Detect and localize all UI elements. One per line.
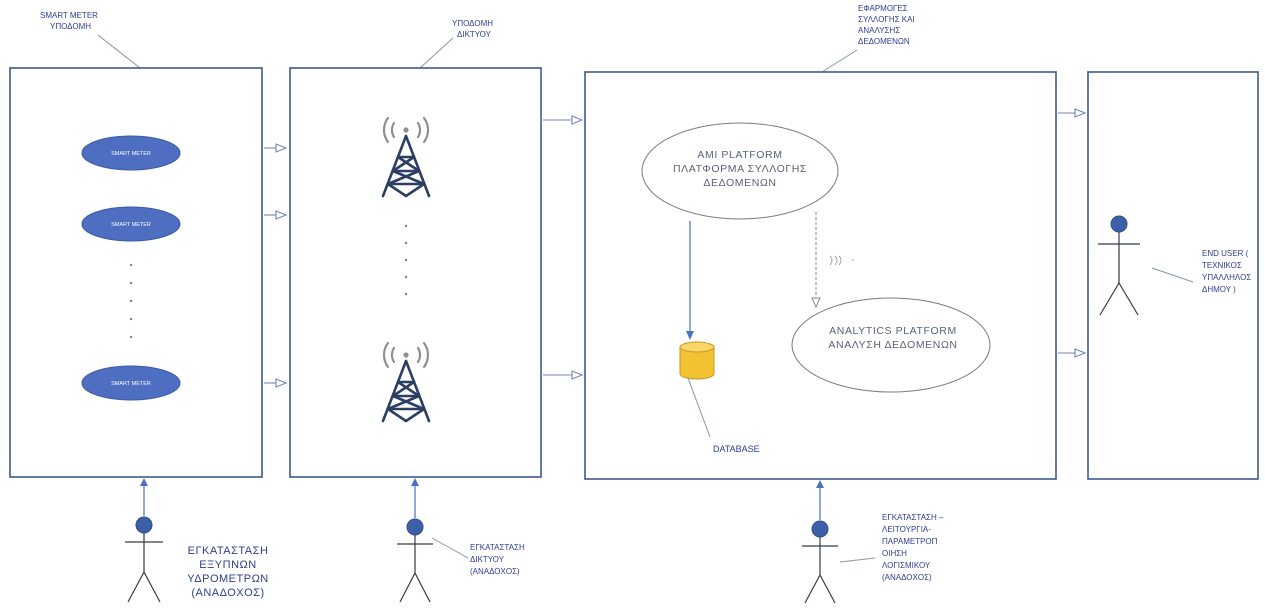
network-installer-line-3: (ΑΝΑΔΟΧΟΣ) xyxy=(470,567,520,576)
end-user-line-4: ΔΗΜΟΥ ) xyxy=(1202,285,1236,294)
database-label-connector xyxy=(687,377,711,438)
meters-installer-arrow xyxy=(140,478,148,516)
software-installer-line-1: ΕΓΚΑΤΑΣΤΑΣΗ – xyxy=(882,513,944,522)
database-icon xyxy=(679,341,715,380)
meters-installer-line-1: ΕΓΚΑΤΑΣΤΑΣΗ xyxy=(188,545,269,557)
ami-platform: AMI PLATFORM ΠΛΑΤΦΟΡΜΑ ΣΥΛΛΟΓΗΣ ΔΕΔΟΜΕΝΩ… xyxy=(641,122,839,220)
smart-meter-2: SMART METER xyxy=(81,206,181,242)
software-installer-line-5: ΛΟΓΙΣΜΙΚΟΥ xyxy=(882,561,931,570)
network-installer-arrow xyxy=(411,478,419,518)
network-installer-line-2: ΔΙΚΤΥΟΥ xyxy=(470,555,505,564)
antenna-tower-icon xyxy=(381,341,431,423)
smart-meter-shape xyxy=(81,206,181,242)
apps-box xyxy=(584,71,1057,480)
analytics-platform-line-2: ΑΝΑΛΥΣΗ ΔΕΔΟΜΕΝΩΝ xyxy=(828,339,957,351)
software-installer-label: ΕΓΚΑΤΑΣΤΑΣΗ – ΛΕΙΤΟΥΡΓΙΑ- ΠΑΡΑΜΕΤΡΟΠ ΟΙΗ… xyxy=(882,513,944,582)
smart-meter-label-line-1: SMART METER xyxy=(40,11,98,20)
database-label: DATABASE xyxy=(713,444,760,454)
end-user-line-2: ΤΕΧΝΙΚΟΣ xyxy=(1202,261,1242,270)
analytics-platform-line-1: ANALYTICS PLATFORM xyxy=(829,325,957,337)
network-installer-label-connector xyxy=(431,537,469,559)
software-installer-line-4: ΟΙΗΣΗ xyxy=(882,549,907,558)
software-installer-label-connector xyxy=(839,557,876,563)
apps-section-label: ΕΦΑΡΜΟΓΕΣ ΣΥΛΛΟΓΗΣ ΚΑΙ ΑΝΑΛΥΣΗΣ ΔΕΔΟΜΕΝΩ… xyxy=(858,4,915,46)
smart-meter-label: SMART METER xyxy=(111,151,151,157)
smart-meter-label-connector xyxy=(97,34,141,69)
ami-platform-shape xyxy=(641,122,839,220)
network-installer-actor-icon xyxy=(397,518,433,603)
apps-label-line-1: ΕΦΑΡΜΟΓΕΣ xyxy=(858,4,908,13)
meters-installer-line-4: (ΑΝΑΔΟΧΟΣ) xyxy=(191,587,264,599)
network-to-apps-arrows xyxy=(543,115,584,380)
end-user-line-3: ΥΠΑΛΛΗΛΟΣ xyxy=(1202,273,1251,282)
software-installer-line-3: ΠΑΡΑΜΕΤΡΟΠ xyxy=(882,537,938,546)
meter-to-network-arrows xyxy=(264,143,288,388)
smart-meter-shape xyxy=(81,365,181,401)
analytics-platform-shape xyxy=(791,297,991,393)
ami-to-database-arrow xyxy=(686,221,694,340)
apps-label-connector xyxy=(821,49,858,73)
software-installer-arrow xyxy=(816,480,824,520)
apps-to-end-user-arrows xyxy=(1058,108,1087,358)
apps-label-line-3: ΑΝΑΛΥΣΗΣ xyxy=(858,26,900,35)
end-user-line-1: END USER ( xyxy=(1202,249,1249,258)
end-user-label: END USER ( ΤΕΧΝΙΚΟΣ ΥΠΑΛΛΗΛΟΣ ΔΗΜΟΥ ) xyxy=(1202,249,1251,294)
software-installer-actor-icon xyxy=(802,520,838,604)
network-installer-line-1: ΕΓΚΑΤΑΣΤΑΣΗ xyxy=(470,543,525,552)
analytics-platform: ANALYTICS PLATFORM ΑΝΑΛΥΣΗ ΔΕΔΟΜΕΝΩΝ xyxy=(791,297,991,393)
ami-platform-line-2: ΠΛΑΤΦΟΡΜΑ ΣΥΛΛΟΓΗΣ xyxy=(673,163,807,175)
end-user-actor-icon xyxy=(1098,215,1140,316)
smart-meter-box xyxy=(9,67,263,478)
smart-meter-label: SMART METER xyxy=(111,222,151,228)
network-label-line-2: ΔΙΚΤΥΟΥ xyxy=(457,30,492,39)
meters-installer-actor-icon xyxy=(125,516,163,603)
smart-meter-label-line-2: ΥΠΟΔΟΜΗ xyxy=(50,22,91,31)
network-installer-label: ΕΓΚΑΤΑΣΤΑΣΗ ΔΙΚΤΥΟΥ (ΑΝΑΔΟΧΟΣ) xyxy=(470,543,525,576)
include-stereotype-mark xyxy=(829,255,854,266)
network-label-connector xyxy=(419,37,454,69)
antenna-tower-icon xyxy=(381,116,431,198)
smart-meter-section-label: SMART METER ΥΠΟΔΟΜΗ xyxy=(40,11,98,31)
ami-platform-line-1: AMI PLATFORM xyxy=(697,149,782,161)
ami-to-analytics-arrow xyxy=(811,212,821,309)
smart-meter-1: SMART METER xyxy=(81,135,181,171)
meters-installer-line-3: ΥΔΡΟΜΕΤΡΩΝ xyxy=(187,573,268,585)
tower-ellipsis-dots xyxy=(404,224,408,296)
smart-meter-label: SMART METER xyxy=(111,381,151,387)
apps-label-line-4: ΔΕΔΟΜΕΝΩΝ xyxy=(858,37,910,46)
smart-meter-3: SMART METER xyxy=(81,365,181,401)
ami-platform-line-3: ΔΕΔΟΜΕΝΩΝ xyxy=(703,177,776,189)
meters-installer-line-2: ΕΞΥΠΝΩΝ xyxy=(199,559,256,571)
software-installer-line-2: ΛΕΙΤΟΥΡΓΙΑ- xyxy=(882,525,931,534)
end-user-label-connector xyxy=(1151,267,1194,283)
network-section-label: ΥΠΟΔΟΜΗ ΔΙΚΤΥΟΥ xyxy=(452,19,493,39)
meters-installer-label: ΕΓΚΑΤΑΣΤΑΣΗ ΕΞΥΠΝΩΝ ΥΔΡΟΜΕΤΡΩΝ (ΑΝΑΔΟΧΟΣ… xyxy=(187,545,268,599)
smart-meter-shape xyxy=(81,135,181,171)
meter-ellipsis-dots xyxy=(129,263,133,339)
network-label-line-1: ΥΠΟΔΟΜΗ xyxy=(452,19,493,28)
software-installer-line-6: (ΑΝΑΔΟΧΟΣ) xyxy=(882,573,932,582)
apps-label-line-2: ΣΥΛΛΟΓΗΣ ΚΑΙ xyxy=(858,15,915,24)
